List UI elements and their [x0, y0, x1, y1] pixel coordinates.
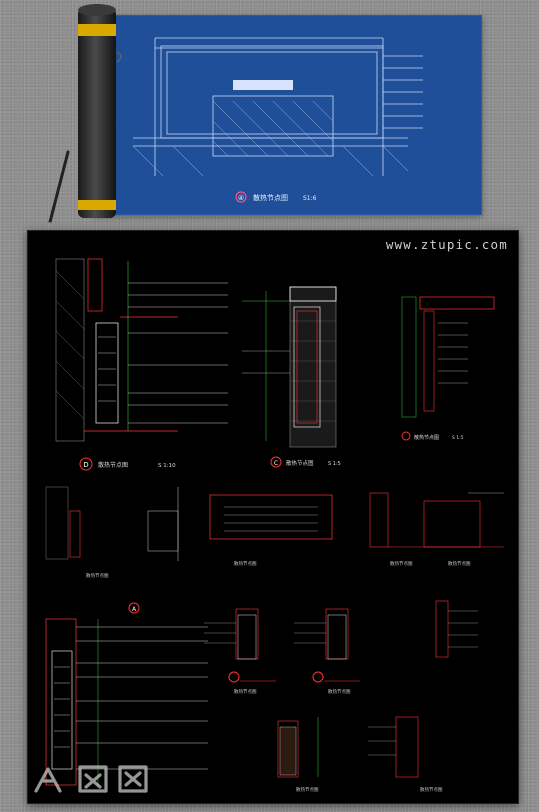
- cad-drawing-sheet: www.ztupic.com: [27, 230, 519, 804]
- paper-roll: [62, 2, 132, 226]
- detail-c-marker: C: [274, 460, 278, 467]
- small-detail-caption: 散热节点图: [296, 786, 319, 793]
- blueprint-caption: 散热节点图: [253, 193, 288, 202]
- cad-details-svg: D 散热节点图 S 1:10 C 散热节点图 S 1:5: [45, 258, 504, 793]
- detail-d-marker: D: [83, 461, 88, 469]
- middle-row-drawings: [45, 486, 504, 561]
- small-detail-caption: 散热节点图: [448, 560, 471, 567]
- small-detail-caption: 散热节点图: [390, 560, 413, 567]
- detail-c-caption: 散热节点图: [286, 459, 314, 467]
- detail-d-scale: S 1:10: [158, 463, 176, 469]
- blueprint-marker-circle: [235, 191, 247, 203]
- brand-logo: [28, 757, 228, 797]
- blueprint-scale: S1:6: [303, 195, 317, 202]
- blueprint-marker: ④: [238, 194, 244, 202]
- watermark-url: www.ztupic.com: [385, 237, 508, 252]
- detail-d-caption: 散热节点图: [98, 461, 128, 469]
- small-detail-caption: 散热节点图: [420, 786, 443, 793]
- bottom-detail-drawings: [277, 600, 478, 778]
- detail-right-caption: 散热节点图: [414, 434, 439, 441]
- small-detail-caption: 散热节点图: [234, 688, 257, 695]
- detail-right-drawing: 散热节点图 S 1:5: [401, 296, 495, 441]
- detail-right-scale: S 1:5: [452, 435, 464, 441]
- detail-d-drawing: D 散热节点图 S 1:10: [55, 258, 228, 471]
- detail-a-drawing: A: [45, 602, 208, 787]
- detail-c-drawing: C 散热节点图 S 1:5: [242, 286, 341, 468]
- blueprint-cad-lines: ④ 散热节点图 S1:6: [132, 37, 423, 203]
- small-detail-caption: 散热节点图: [86, 572, 109, 579]
- elevation-pair-drawings: [204, 608, 360, 683]
- detail-a-marker: A: [132, 606, 137, 613]
- blueprint-drawing: ④ 散热节点图 S1:6: [92, 15, 482, 215]
- stylus-pen: [44, 150, 74, 230]
- detail-c-scale: S 1:5: [328, 461, 341, 467]
- small-detail-caption: 散热节点图: [234, 560, 257, 567]
- small-detail-caption: 散热节点图: [328, 688, 351, 695]
